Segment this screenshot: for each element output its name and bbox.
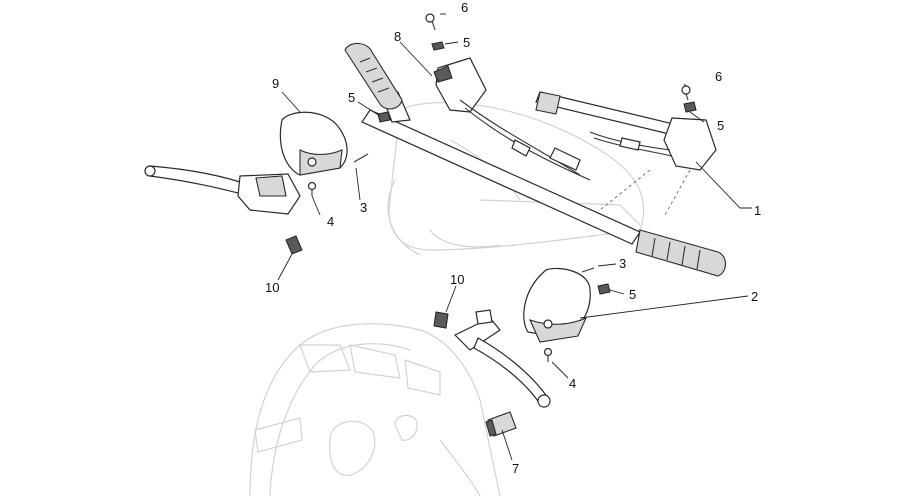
left-grip bbox=[344, 42, 403, 110]
right-switch-assembly bbox=[535, 91, 717, 216]
callout-7: 7 bbox=[512, 461, 519, 476]
callout-3a: 3 bbox=[360, 200, 367, 215]
screw-3-right bbox=[581, 267, 595, 273]
callout-4b: 4 bbox=[569, 376, 576, 391]
callout-4a: 4 bbox=[327, 214, 334, 229]
nut-5-top bbox=[431, 41, 445, 51]
nut-5-right bbox=[683, 101, 697, 113]
right-hand-cover bbox=[523, 267, 591, 343]
left-hand-cover bbox=[279, 111, 348, 176]
callout-3b: 3 bbox=[619, 256, 626, 271]
screw-6-right bbox=[681, 85, 691, 101]
callout-10a: 10 bbox=[265, 280, 279, 295]
callout-5a: 5 bbox=[463, 35, 470, 50]
screw-4-left bbox=[307, 181, 317, 196]
leader-lines bbox=[277, 13, 752, 461]
stop-switch-left bbox=[285, 235, 303, 255]
nut-5-left bbox=[377, 111, 391, 123]
stop-switch-right bbox=[433, 311, 449, 329]
callout-8: 8 bbox=[394, 29, 401, 44]
callout-2: 2 bbox=[751, 289, 758, 304]
callout-6b: 6 bbox=[715, 69, 722, 84]
callout-5c: 5 bbox=[717, 118, 724, 133]
right-brake-lever bbox=[453, 309, 551, 408]
right-grip bbox=[635, 229, 727, 277]
callout-5b: 5 bbox=[348, 90, 355, 105]
nut-5-lower bbox=[597, 283, 611, 295]
left-switch-assembly bbox=[433, 57, 591, 181]
leg-shield-ghost bbox=[249, 323, 501, 496]
callout-1: 1 bbox=[754, 203, 761, 218]
screw-6-top bbox=[425, 13, 436, 31]
callout-6a: 6 bbox=[461, 0, 468, 15]
callouts: 1 2 3 3 4 4 5 5 5 5 6 6 7 8 9 10 10 bbox=[265, 0, 761, 476]
screw-3-left bbox=[353, 153, 369, 163]
callout-10b: 10 bbox=[450, 272, 464, 287]
callout-9: 9 bbox=[272, 76, 279, 91]
screw-4-right bbox=[543, 347, 553, 362]
callout-5d: 5 bbox=[629, 287, 636, 302]
connector-plug-7 bbox=[485, 411, 517, 437]
left-brake-lever bbox=[144, 165, 301, 215]
